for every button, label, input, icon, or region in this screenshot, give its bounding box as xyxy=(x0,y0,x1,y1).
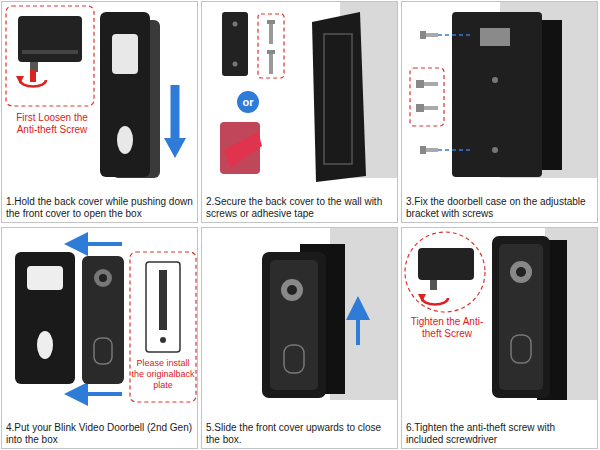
callout-note: Please install the originalback plate xyxy=(131,358,195,390)
step-panel: 4.Put your Blink Video Doorbell (2nd Gen… xyxy=(1,227,198,449)
step-panel: 2.Secure the back cover to the wall with… xyxy=(201,1,398,223)
step-caption: 1.Hold the back cover while pushing down… xyxy=(6,196,193,219)
step-panel: 5.Slide the front cover upwards to close… xyxy=(201,227,398,449)
step-caption: 3.Fix the doorbell case on the adjustabl… xyxy=(406,196,593,219)
or-bubble: or xyxy=(237,91,259,113)
panel-5-art xyxy=(262,228,397,400)
panel-3-art xyxy=(410,2,597,178)
step-caption: 2.Secure the back cover to the wall with… xyxy=(206,196,393,219)
or-text: or xyxy=(243,97,254,108)
panel-4-art xyxy=(15,244,196,402)
panel-2-art xyxy=(220,2,397,182)
callout-note: First Loosen the Anti-theft Screw xyxy=(6,112,98,136)
callout-note: Tighten the Anti-theft Screw xyxy=(404,316,490,340)
step-caption: 4.Put your Blink Video Doorbell (2nd Gen… xyxy=(6,422,193,445)
panel-6-art xyxy=(405,228,597,400)
step-panel: 3.Fix the doorbell case on the adjustabl… xyxy=(401,1,598,223)
step-caption: 5.Slide the front cover upwards to close… xyxy=(206,422,393,445)
step-caption: 6.Tighten the anti-theft screw with incl… xyxy=(406,422,593,445)
panel-1-art xyxy=(6,6,186,178)
